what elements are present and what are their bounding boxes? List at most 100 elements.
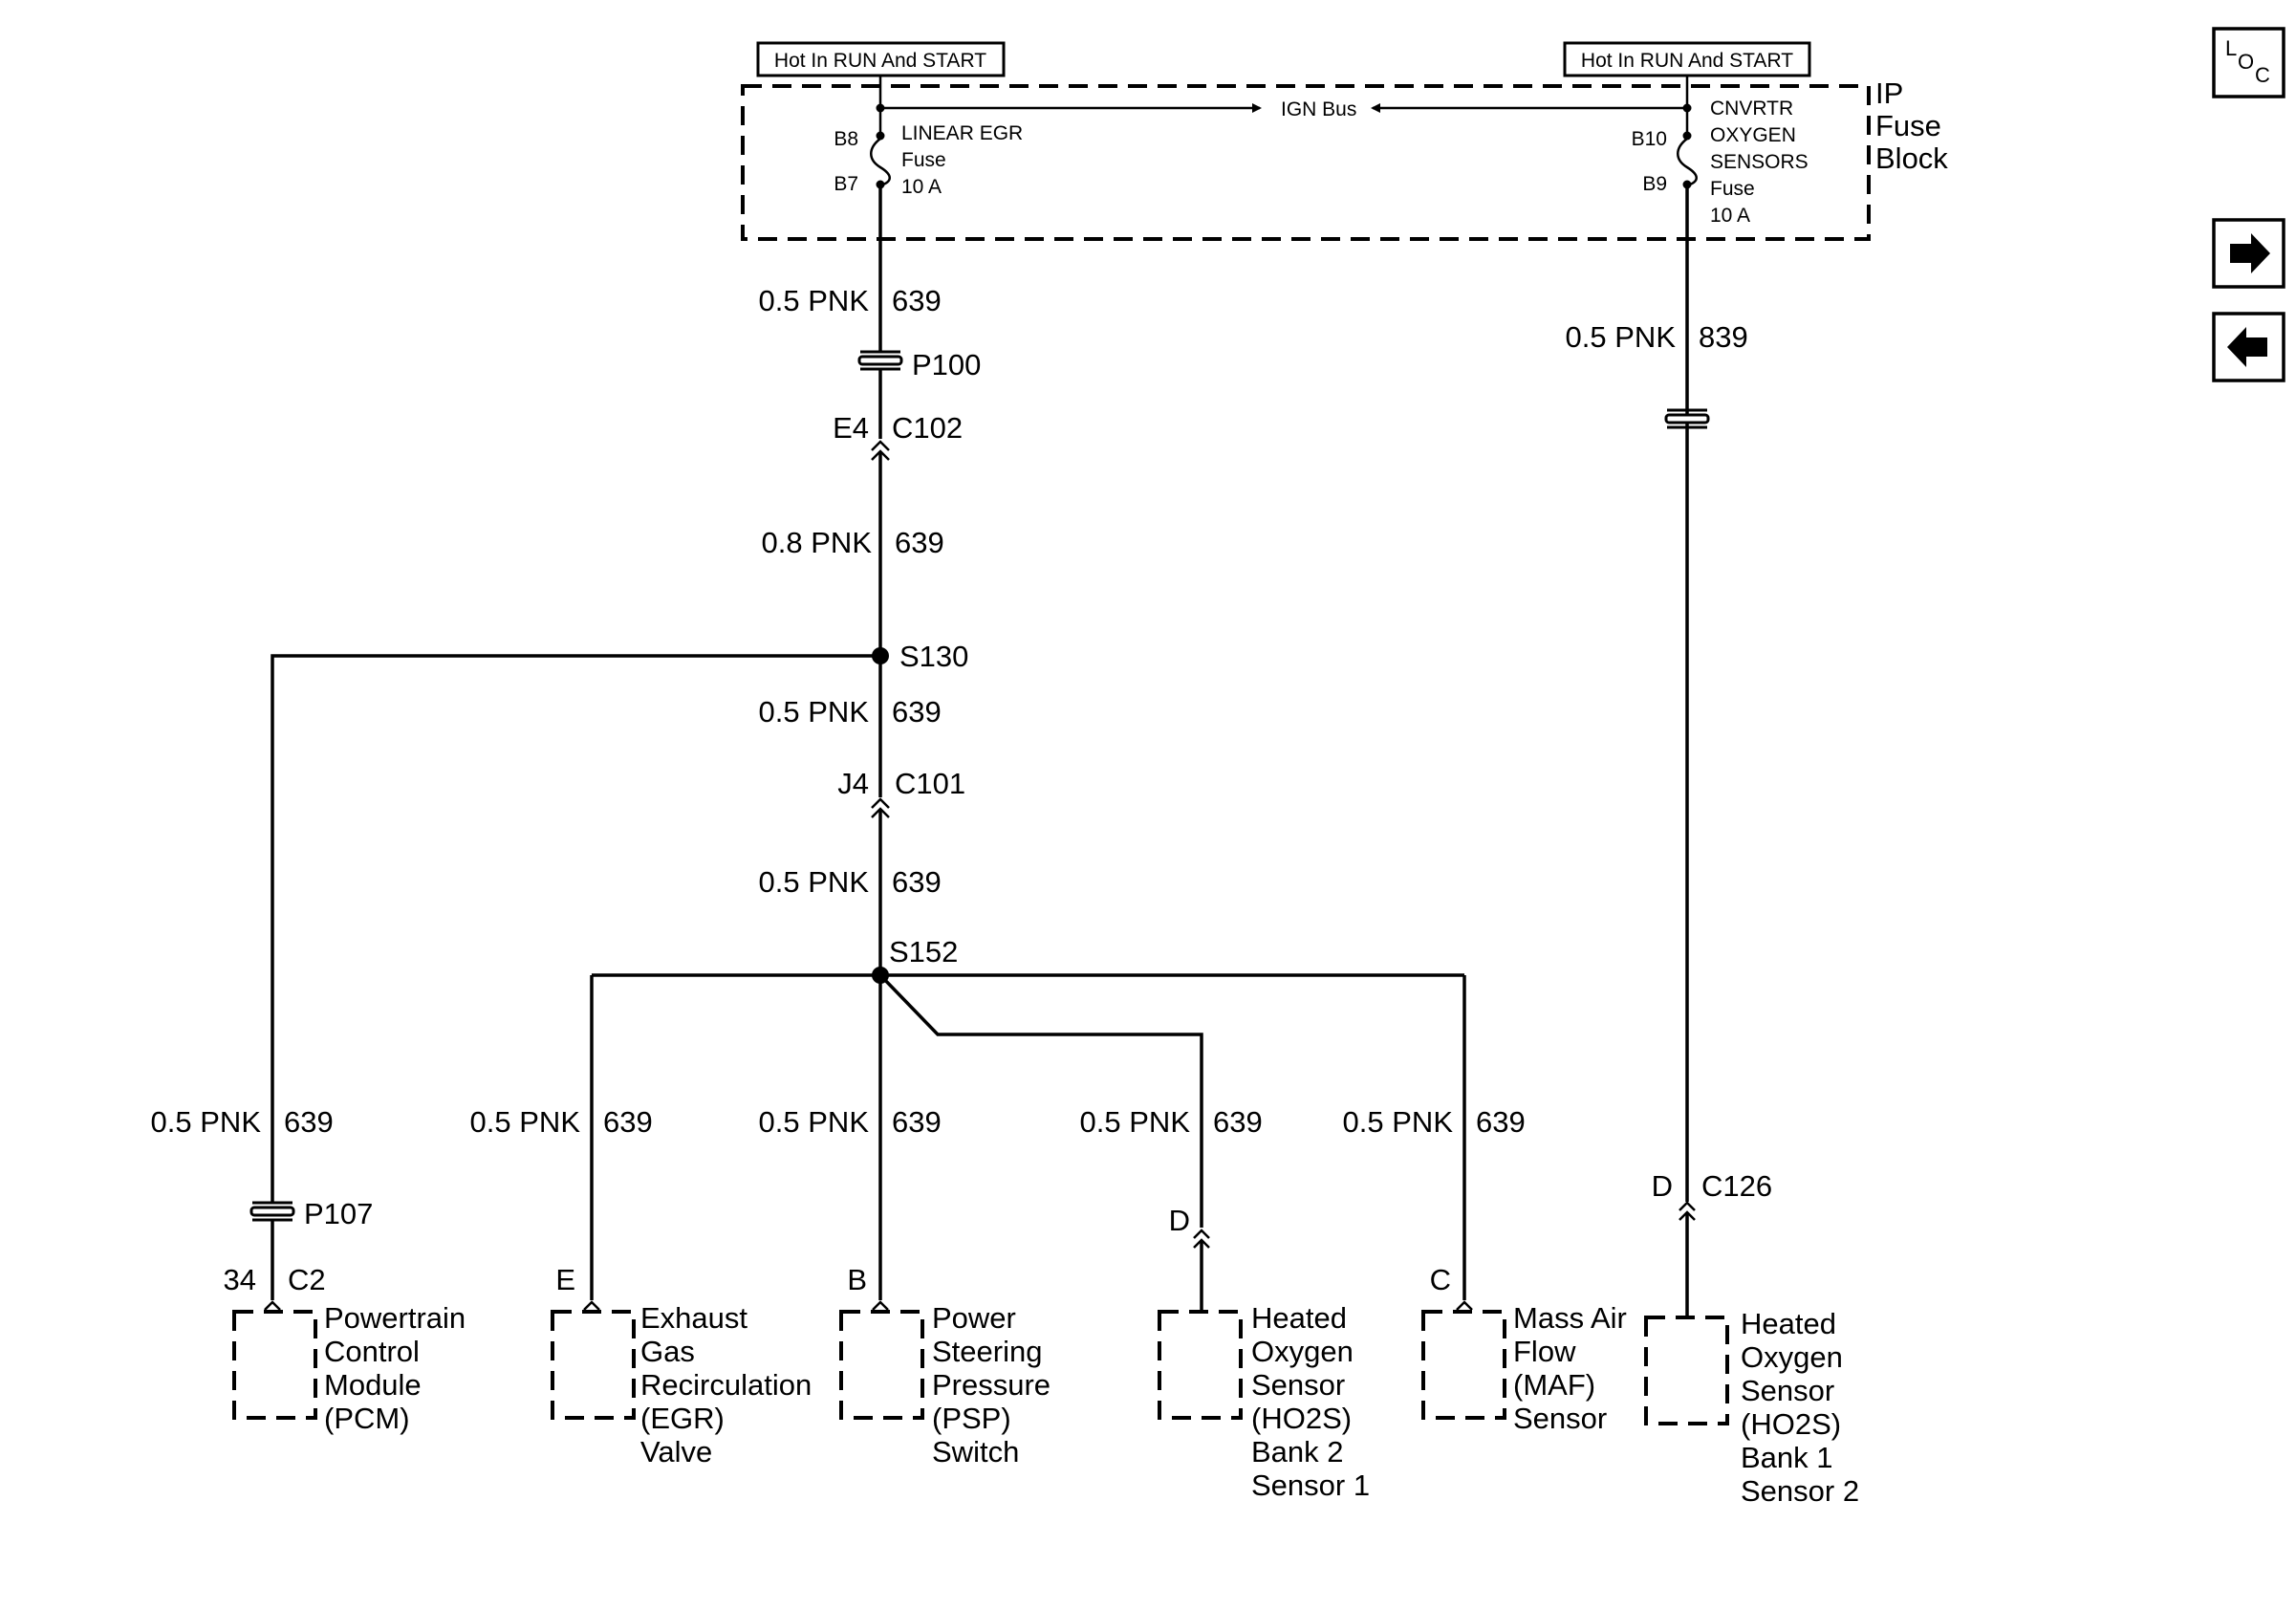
- psp-pin: B: [847, 1263, 867, 1296]
- component-label-psp: Power Steering Pressure (PSP) Switch: [932, 1301, 1051, 1469]
- svg-text:Oxygen: Oxygen: [1251, 1335, 1354, 1368]
- wire-label-size: 0.5 PNK: [1080, 1105, 1191, 1139]
- fuse-right-element: [1677, 138, 1698, 187]
- svg-text:(EGR): (EGR): [640, 1402, 725, 1435]
- svg-text:Power: Power: [932, 1301, 1016, 1335]
- fuse-block-name-2: Fuse: [1875, 109, 1941, 142]
- svg-text:(PCM): (PCM): [324, 1402, 410, 1435]
- wire-label-circuit: 639: [1213, 1105, 1263, 1139]
- pcm-connector: C2: [288, 1263, 326, 1296]
- wire-label-circuit: 639: [895, 526, 944, 559]
- component-label-maf: Mass Air Flow (MAF) Sensor: [1513, 1301, 1627, 1435]
- svg-text:Sensor 2: Sensor 2: [1741, 1474, 1859, 1508]
- component-box-ho2s-b2s1: [1158, 1310, 1243, 1420]
- fuse-right-pin-b9: [1682, 180, 1692, 189]
- location-button[interactable]: L O C: [2212, 27, 2285, 98]
- pass-through-p107: [249, 1201, 295, 1222]
- component-box-psp: [839, 1310, 924, 1420]
- svg-text:Switch: Switch: [932, 1435, 1019, 1469]
- component-label-pcm: Powertrain Control Module (PCM): [324, 1301, 466, 1435]
- fuse-left-type: Fuse: [901, 149, 946, 171]
- wire-label-size: 0.5 PNK: [759, 865, 870, 899]
- svg-text:L: L: [2225, 36, 2237, 60]
- wire-label-circuit: 639: [892, 284, 942, 317]
- wire-label-size: 0.5 PNK: [1566, 320, 1677, 354]
- fuse-left-pin-in: B8: [834, 128, 858, 150]
- splice-s152-label: S152: [889, 935, 958, 968]
- pass-through-839: [1664, 408, 1710, 429]
- fuse-left-name: LINEAR EGR: [901, 122, 1023, 144]
- branches-s152: 0.5 PNK 639 E 0.5 PNK 639 B 0.5 PNK 639 …: [470, 973, 1526, 1311]
- wire-label-circuit: 639: [892, 1105, 942, 1139]
- fuse-right-name-2: OXYGEN: [1710, 124, 1796, 146]
- fuse-right-pin-b10: [1682, 131, 1692, 141]
- component-box-pcm: [232, 1310, 317, 1420]
- wire-label-circuit: 639: [892, 695, 942, 729]
- component-label-ho2s-b1s2: Heated Oxygen Sensor (HO2S) Bank 1 Senso…: [1741, 1307, 1859, 1508]
- circuit-839: 0.5 PNK 839 D C126: [1566, 187, 1772, 1316]
- component-box-ho2s-b1s2: [1644, 1316, 1729, 1425]
- fuse-right-pin-in: B10: [1632, 128, 1667, 150]
- wire-label-circuit: 639: [1476, 1105, 1526, 1139]
- svg-text:Gas: Gas: [640, 1335, 695, 1368]
- svg-text:(PSP): (PSP): [932, 1402, 1011, 1435]
- svg-text:Pressure: Pressure: [932, 1368, 1051, 1402]
- fuse-left-element: [870, 138, 891, 187]
- pass-through-p107-label: P107: [304, 1197, 373, 1230]
- svg-text:Heated: Heated: [1251, 1301, 1347, 1335]
- wire-ho2s-b2s1: [878, 973, 1203, 1228]
- fuse-left-rating: 10 A: [901, 176, 942, 198]
- fuse-left-pin-out: B7: [834, 173, 858, 195]
- branch-pcm: 0.5 PNK 639 P107 34 C2: [151, 654, 880, 1311]
- wire-label-size: 0.5 PNK: [759, 695, 870, 729]
- wire-pcm: [271, 654, 880, 1202]
- wire-label-circuit: 639: [284, 1105, 334, 1139]
- ign-bus-label: IGN Bus: [1281, 98, 1356, 120]
- svg-text:Valve: Valve: [640, 1435, 712, 1469]
- wire-label-size: 0.5 PNK: [151, 1105, 262, 1139]
- fuse-right-pin-out: B9: [1642, 173, 1667, 195]
- egr-pin: E: [555, 1263, 575, 1296]
- svg-text:Heated: Heated: [1741, 1307, 1836, 1340]
- connector-c102-pin: E4: [833, 411, 869, 445]
- connector-c102-name: C102: [892, 411, 963, 445]
- svg-text:Recirculation: Recirculation: [640, 1368, 812, 1402]
- svg-text:Module: Module: [324, 1368, 422, 1402]
- splice-s130-label: S130: [899, 640, 968, 673]
- svg-text:Mass Air: Mass Air: [1513, 1301, 1627, 1335]
- component-label-ho2s-b2s1: Heated Oxygen Sensor (HO2S) Bank 2 Senso…: [1251, 1301, 1370, 1502]
- svg-text:(MAF): (MAF): [1513, 1368, 1595, 1402]
- circuit-639-trunk: 0.5 PNK 639 P100 E4 C102 0.8 PNK 639 S13…: [759, 187, 981, 984]
- svg-text:Bank 1: Bank 1: [1741, 1441, 1833, 1474]
- fuse-block-name-3: Block: [1875, 141, 1948, 175]
- svg-text:O: O: [2238, 50, 2254, 74]
- svg-text:Flow: Flow: [1513, 1335, 1576, 1368]
- connector-c101-pin: J4: [837, 767, 869, 800]
- wire-label-size: 0.5 PNK: [1343, 1105, 1454, 1139]
- svg-text:Sensor 1: Sensor 1: [1251, 1469, 1370, 1502]
- connector-c101-name: C101: [895, 767, 965, 800]
- fuse-block-name-1: IP: [1875, 76, 1903, 110]
- svg-text:Control: Control: [324, 1335, 420, 1368]
- svg-text:Powertrain: Powertrain: [324, 1301, 466, 1335]
- svg-text:C: C: [2255, 63, 2270, 87]
- ho2s-b2s1-pin: D: [1169, 1204, 1190, 1237]
- wire-label-size: 0.5 PNK: [470, 1105, 581, 1139]
- connector-c126-name: C126: [1701, 1169, 1772, 1203]
- maf-pin: C: [1430, 1263, 1451, 1296]
- back-button[interactable]: [2212, 312, 2285, 382]
- wire-label-circuit: 839: [1699, 320, 1748, 354]
- wire-label-size: 0.5 PNK: [759, 284, 870, 317]
- pcm-pin: 34: [224, 1263, 256, 1296]
- fuse-left-pin-b7: [876, 180, 885, 189]
- wire-label-circuit: 639: [603, 1105, 653, 1139]
- ho2s-b2s1-connector-symbol: [1193, 1229, 1210, 1249]
- component-box-egr: [551, 1310, 636, 1420]
- ip-fuse-block: Hot In RUN And START Hot In RUN And STAR…: [741, 41, 1948, 241]
- egr-connector-symbol: [583, 1300, 600, 1311]
- forward-button[interactable]: [2212, 218, 2285, 289]
- arrow-right-icon: [2230, 233, 2270, 273]
- svg-text:Sensor: Sensor: [1513, 1402, 1607, 1435]
- pass-through-p100: [857, 350, 903, 371]
